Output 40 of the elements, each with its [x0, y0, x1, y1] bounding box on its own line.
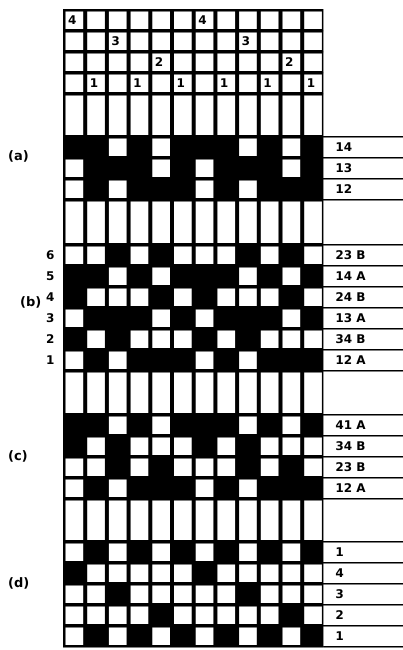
- shaft-number: 4: [68, 13, 76, 27]
- shaft-number: 1: [133, 76, 142, 90]
- lift-label: 13: [335, 161, 352, 175]
- lift-label: 41 A: [335, 418, 366, 432]
- section-label: (b): [20, 296, 42, 310]
- lift-label: 14 A: [335, 269, 366, 283]
- row-number: 1: [46, 353, 54, 367]
- lift-label: 1: [335, 545, 344, 559]
- shaft-number: 1: [263, 76, 272, 90]
- shaft-number: 2: [285, 55, 294, 69]
- lift-label: 23 B: [335, 248, 366, 262]
- lift-label: 12: [335, 182, 352, 196]
- lift-label: 12 A: [335, 353, 366, 367]
- lift-label: 23 B: [335, 460, 366, 474]
- shaft-number: 4: [198, 13, 207, 27]
- lift-label: 24 B: [335, 290, 366, 304]
- shaft-number: 3: [242, 34, 250, 48]
- lift-label: 2: [335, 608, 344, 622]
- lift-label: 34 B: [335, 439, 366, 453]
- row-number: 3: [46, 311, 54, 325]
- lift-label: 4: [335, 566, 344, 580]
- section-label: (a): [8, 150, 29, 164]
- lift-label: 14: [335, 140, 352, 154]
- section-label: (d): [8, 577, 30, 591]
- shaft-number: 3: [111, 34, 120, 48]
- shaft-number: 1: [90, 76, 98, 90]
- row-number: 5: [46, 269, 54, 283]
- shaft-number: 1: [220, 76, 228, 90]
- lift-label: 3: [335, 587, 344, 601]
- lift-label: 34 B: [335, 332, 366, 346]
- section-label: (c): [8, 450, 28, 464]
- shaft-number: 1: [176, 76, 185, 90]
- shaft-number: 2: [154, 55, 164, 69]
- lift-label: 1: [335, 629, 344, 643]
- shaft-number: 1: [306, 76, 316, 90]
- lift-label: 12 A: [335, 481, 366, 495]
- row-number: 6: [46, 248, 54, 262]
- lift-label: 13 A: [335, 311, 366, 325]
- row-number: 2: [46, 332, 54, 346]
- row-number: 4: [46, 290, 54, 304]
